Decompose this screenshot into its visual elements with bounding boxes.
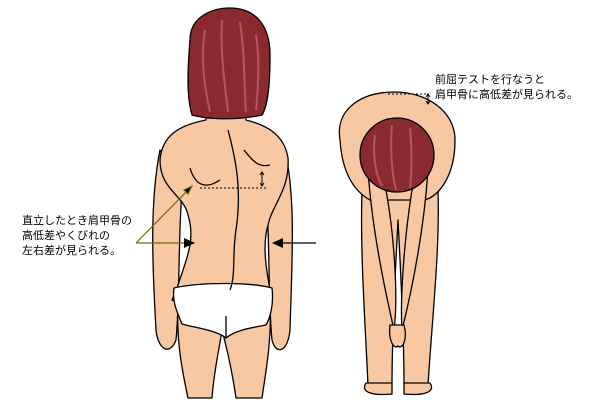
caption-line: 左右差が見られる。 (22, 244, 121, 257)
caption-line: 高低差やくびれの (22, 229, 110, 242)
shoulder-blade-height-marker (200, 171, 268, 189)
standing-caption: 直立したとき肩甲骨の 高低差やくびれの 左右差が見られる。 (22, 213, 132, 258)
hair (187, 7, 271, 120)
forward-bend-caption: 前屈テストを行なうと 肩甲骨に高低差が見られる。 (435, 72, 578, 102)
bent-hair (359, 117, 435, 193)
caption-line: 前屈テストを行なうと (435, 73, 545, 86)
spine (227, 129, 240, 291)
hump-height-marker (388, 93, 431, 105)
hair-streaks (201, 19, 260, 113)
right-scapula (243, 149, 271, 167)
waist-arrow-right (272, 238, 316, 248)
underwear (172, 282, 274, 339)
hands (388, 324, 406, 348)
forward-bend-figure (338, 91, 456, 396)
bent-hair-streaks (372, 124, 413, 191)
standing-figure-back-view (152, 7, 294, 399)
pointer-lines (135, 184, 195, 248)
caption-line: 直立したとき肩甲骨の (22, 214, 132, 227)
left-scapula (189, 167, 221, 186)
caption-line: 肩甲骨に高低差が見られる。 (435, 88, 578, 101)
feet (363, 382, 433, 396)
